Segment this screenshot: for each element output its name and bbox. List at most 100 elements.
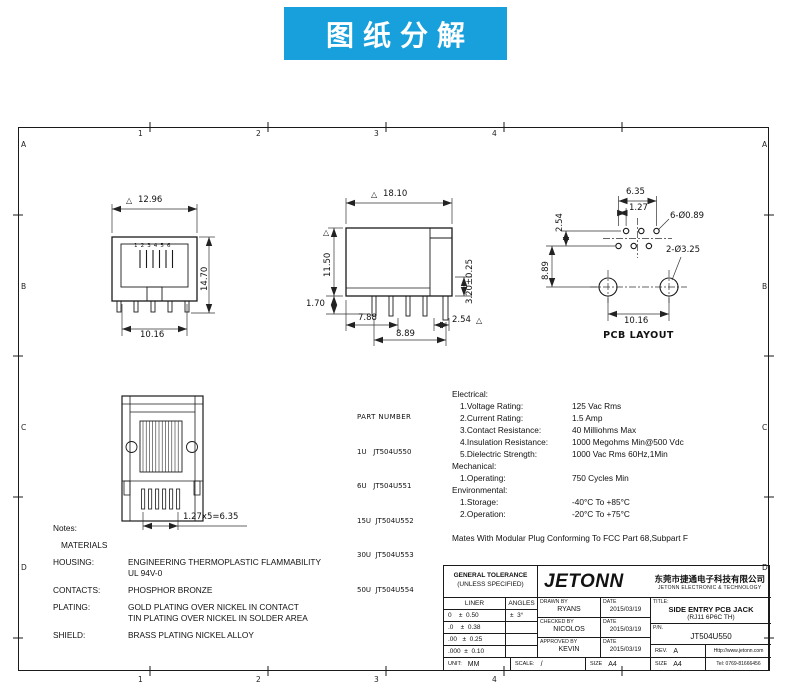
specifications: Electrical: 1.Voltage Rating: 125 Vac Rm… (452, 388, 772, 544)
dim-pcb-vertical: 8.89 (541, 261, 551, 280)
liner-header-cell: LINER (444, 598, 506, 610)
drawing-sheet-border (18, 127, 769, 671)
dim-side-width: 18.10 (383, 189, 408, 199)
pin-numbers: 123456 (134, 243, 174, 249)
note-label: PLATING: (53, 602, 91, 612)
note-row: CONTACTS: PHOSPHOR BRONZE (53, 585, 398, 596)
spec-row: 5.Dielectric Strength: 1000 Vac Rms 60Hz… (452, 448, 772, 460)
note-row: HOUSING: ENGINEERING THERMOPLASTIC FLAMM… (53, 557, 398, 579)
dim-front-width: 12.96 (138, 195, 163, 205)
spec-label: 2.Current Rating: (460, 413, 524, 423)
zone-col-label: 1 (138, 129, 143, 138)
spec-row: 4.Insulation Resistance: 1000 Megohms Mi… (452, 436, 772, 448)
tolerance-row: .00 ± 0.25 (444, 634, 506, 646)
spec-value: 40 Milliohms Max (572, 425, 637, 435)
spec-row: 1.Storage: -40°C To +85°C (452, 496, 772, 508)
pcb-layout-label: PCB LAYOUT (603, 330, 674, 341)
drawing-title: SIDE ENTRY PCB JACK (668, 605, 754, 614)
spec-row: 1.Operating: 750 Cycles Min (452, 472, 772, 484)
materials-title: MATERIALS (61, 540, 108, 550)
part-number-row: 15U JT504U552 (357, 516, 414, 525)
dim-side-standoff: 1.70 (306, 299, 325, 309)
banner: 图纸分解 (284, 7, 507, 60)
banner-title: 图纸分解 (325, 18, 474, 52)
spec-row: 3.Contact Resistance: 40 Milliohms Max (452, 424, 772, 436)
dim-pcb-mount-span: 10.16 (624, 316, 649, 326)
tolerance-angle-empty (506, 646, 538, 658)
zone-col-label: 1 (138, 675, 143, 684)
zone-col-label: 2 (256, 675, 261, 684)
electrical-title: Electrical: (452, 389, 488, 399)
note-row: PLATING: GOLD PLATING OVER NICKEL IN CON… (53, 602, 398, 624)
company-cell: JETONN 东莞市捷通电子科技有限公司 JETONN ELECTRONIC &… (538, 566, 771, 598)
spec-row: 2.Current Rating: 1.5 Amp (452, 412, 772, 424)
zone-row-label: D (762, 563, 768, 572)
part-number-cell: P/N. JT504U550 (651, 624, 771, 645)
spec-value: -20°C To +75°C (572, 509, 630, 519)
tolerance-row: .0 ± 0.38 (444, 622, 506, 634)
spec-value: 1.5 Amp (572, 413, 603, 423)
dim-front-height: 14.70 (200, 266, 210, 291)
tolerance-angle-empty (506, 622, 538, 634)
spec-label: 3.Contact Resistance: (460, 425, 542, 435)
zone-col-label: 3 (374, 129, 379, 138)
tolerance-row: .000 ± 0.10 (444, 646, 506, 658)
spec-value: 750 Cycles Min (572, 473, 629, 483)
mates-note: Mates With Modular Plug Conforming To FC… (452, 533, 688, 543)
tolerance-row: 0 ± 0.50 (444, 610, 506, 622)
zone-row-label: B (762, 282, 768, 291)
zone-col-label: 4 (492, 129, 497, 138)
mechanical-title: Mechanical: (452, 461, 497, 471)
spec-label: 1.Voltage Rating: (460, 401, 524, 411)
part-number-value: JT504U550 (690, 632, 732, 641)
notes: Notes: MATERIALS HOUSING: ENGINEERING TH… (53, 523, 398, 641)
title-cell: TITLE: SIDE ENTRY PCB JACK (RJ11 6P6C TH… (651, 598, 771, 624)
spec-label: 4.Insulation Resistance: (460, 437, 549, 447)
part-number-table: PART NUMBER 1U JT504U550 6U JT504U551 15… (357, 389, 414, 619)
part-number-row: 6U JT504U551 (357, 482, 412, 490)
spec-value: -40°C To +85°C (572, 497, 630, 507)
environmental-title: Environmental: (452, 485, 508, 495)
zone-col-label: 4 (492, 675, 497, 684)
tel-cell: Tel: 0769-81666456 (716, 661, 761, 667)
dim-side-front-depth: 7.88 (358, 313, 377, 323)
dim-side-pin-offset: 2.54 (452, 315, 471, 325)
zone-row-label: A (762, 140, 768, 149)
spec-value: 1000 Megohms Min@500 Vdc (572, 437, 684, 447)
part-number-row: 50U JT504U554 (357, 585, 414, 594)
note-value: PHOSPHOR BRONZE (128, 585, 213, 595)
dim-side-thickness: 3.20±0.25 (465, 259, 475, 304)
spec-value: 1000 Vac Rms 60Hz,1Min (572, 449, 668, 459)
tolerance-angle: ± 3° (506, 610, 538, 622)
revision-flag-icon: △ (476, 316, 483, 325)
note-mount-holes: 2-Ø3.25 (666, 245, 701, 255)
dim-side-pin-span: 8.89 (396, 329, 415, 339)
general-tolerance-cell: GENERAL TOLERANCE (UNLESS SPECIFIED) (444, 566, 538, 598)
revision-flag-icon: △ (126, 196, 133, 205)
spec-row: 1.Voltage Rating: 125 Vac Rms (452, 400, 772, 412)
note-value: BRASS PLATING NICKEL ALLOY (128, 630, 254, 640)
rev-cell: REV.A (651, 645, 706, 658)
dim-bottom-pitch-total: 1.27x5=6.35 (183, 512, 239, 522)
note-row: SHIELD: BRASS PLATING NICKEL ALLOY (53, 630, 398, 641)
part-number-row: 1U JT504U550 (357, 447, 412, 456)
title-block: GENERAL TOLERANCE (UNLESS SPECIFIED) JET… (443, 565, 771, 671)
note-label: CONTACTS: (53, 585, 101, 595)
spec-row: 2.Operation: -20°C To +75°C (452, 508, 772, 520)
unit-cell: UNIT:MM (444, 658, 511, 670)
part-table-header: PART NUMBER (357, 413, 412, 421)
angles-header-cell: ANGLES (506, 598, 538, 610)
part-number-row: 30U JT504U553 (357, 551, 414, 559)
zone-row-label: A (21, 140, 27, 149)
web-cell: Http://www.jetonn.com (706, 645, 771, 658)
dim-pcb-pitch: 1.27 (629, 203, 648, 213)
